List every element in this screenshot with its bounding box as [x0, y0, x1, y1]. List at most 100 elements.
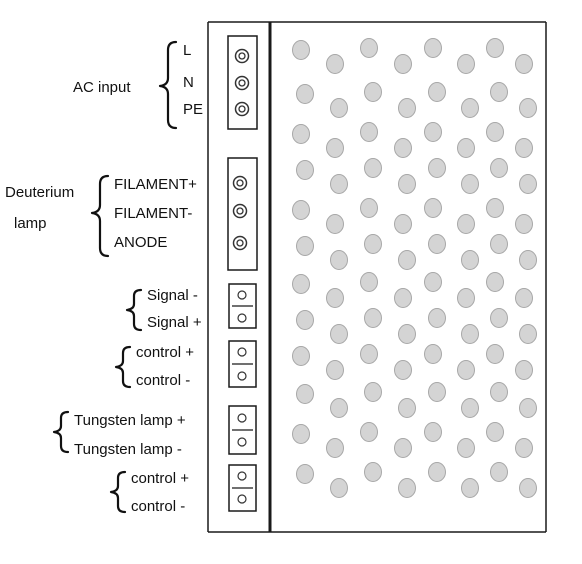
terminal-label-control-2-plus: control +: [131, 470, 189, 487]
deuterium-lamp-block: Deuterium lamp FILAMENT+ FILAMENT- ANODE: [5, 157, 258, 271]
vent-hole-icon: [515, 138, 533, 158]
vent-hole-icon: [490, 382, 508, 402]
screw-terminal-icon: [234, 101, 250, 117]
vent-hole-icon: [330, 250, 348, 270]
vent-hole-icon: [292, 40, 310, 60]
vent-hole-icon: [292, 274, 310, 294]
vent-hole-icon: [364, 82, 382, 102]
vent-hole-icon: [394, 438, 412, 458]
terminal-label-anode: ANODE: [114, 234, 167, 251]
control-block-1: control + control -: [114, 340, 257, 389]
vent-hole-icon: [292, 124, 310, 144]
screw-terminal-icon: [232, 235, 248, 251]
vent-hole-icon: [394, 360, 412, 380]
vent-hole-icon: [330, 478, 348, 498]
vent-hole-icon: [296, 236, 314, 256]
terminal-label-l: L: [183, 42, 191, 59]
screw-terminal-icon: [232, 203, 248, 219]
vent-hole-icon: [398, 478, 416, 498]
vent-hole-icon: [461, 478, 479, 498]
vent-hole-icon: [424, 122, 442, 142]
vent-hole-icon: [424, 272, 442, 292]
vent-hole-icon: [330, 98, 348, 118]
terminal-label-control-1-minus: control -: [136, 372, 190, 389]
vent-hole-icon: [457, 138, 475, 158]
vent-hole-icon: [364, 234, 382, 254]
vent-hole-icon: [519, 324, 537, 344]
control-2-brace: [109, 470, 127, 514]
terminal-label-control-2-minus: control -: [131, 498, 185, 515]
vent-hole-icon: [461, 250, 479, 270]
tungsten-lamp-block: Tungsten lamp + Tungsten lamp -: [52, 405, 257, 458]
spring-terminal-icon: [237, 413, 247, 423]
vent-hole-icon: [490, 158, 508, 178]
vent-hole-icon: [428, 308, 446, 328]
vent-hole-icon: [394, 138, 412, 158]
deuterium-title-line2: lamp: [14, 215, 47, 232]
vent-hole-icon: [428, 158, 446, 178]
screw-terminal-icon: [232, 175, 248, 191]
vent-hole-icon: [457, 54, 475, 74]
vent-hole-icon: [360, 344, 378, 364]
vent-hole-icon: [330, 398, 348, 418]
vent-hole-icon: [398, 98, 416, 118]
vent-hole-icon: [296, 160, 314, 180]
vent-hole-icon: [360, 38, 378, 58]
vent-hole-icon: [398, 398, 416, 418]
vent-hole-icon: [457, 438, 475, 458]
vent-hole-icon: [398, 324, 416, 344]
vent-hole-icon: [394, 214, 412, 234]
terminal-label-control-1-plus: control +: [136, 344, 194, 361]
vent-hole-icon: [424, 38, 442, 58]
vent-hole-icon: [292, 346, 310, 366]
deuterium-title-line1: Deuterium: [5, 184, 74, 201]
vent-hole-icon: [330, 324, 348, 344]
vent-hole-icon: [326, 138, 344, 158]
tungsten-brace: [52, 410, 70, 454]
vent-hole-icon: [394, 54, 412, 74]
spring-terminal-icon: [237, 471, 247, 481]
vent-hole-icon: [519, 174, 537, 194]
vent-hole-icon: [519, 250, 537, 270]
vent-hole-icon: [326, 54, 344, 74]
vent-hole-icon: [330, 174, 348, 194]
vent-hole-icon: [519, 398, 537, 418]
vent-hole-icon: [490, 234, 508, 254]
ac-input-title: AC input: [73, 79, 131, 96]
screw-terminal-icon: [234, 48, 250, 64]
vent-grid: [292, 38, 537, 498]
vent-hole-icon: [360, 122, 378, 142]
vent-hole-icon: [457, 214, 475, 234]
vent-hole-icon: [292, 424, 310, 444]
vent-hole-icon: [360, 272, 378, 292]
vent-hole-icon: [424, 422, 442, 442]
vent-hole-icon: [486, 198, 504, 218]
deuterium-brace: [90, 174, 110, 258]
vent-hole-icon: [326, 438, 344, 458]
vent-hole-icon: [364, 308, 382, 328]
device-panel: [207, 21, 547, 533]
vent-hole-icon: [360, 198, 378, 218]
vent-hole-icon: [490, 82, 508, 102]
control-1-brace: [114, 345, 132, 389]
vent-hole-icon: [486, 38, 504, 58]
terminal-label-tungsten-plus: Tungsten lamp +: [74, 412, 186, 429]
vent-hole-icon: [398, 250, 416, 270]
terminal-label-n: N: [183, 74, 194, 91]
vent-hole-icon: [519, 98, 537, 118]
vent-hole-icon: [394, 288, 412, 308]
terminal-label-filament-plus: FILAMENT+: [114, 176, 197, 193]
spring-terminal-icon: [237, 313, 247, 323]
vent-hole-icon: [461, 324, 479, 344]
spring-terminal-icon: [237, 347, 247, 357]
vent-hole-icon: [515, 360, 533, 380]
vent-hole-icon: [461, 398, 479, 418]
vent-hole-icon: [364, 382, 382, 402]
vent-hole-icon: [428, 234, 446, 254]
vent-hole-icon: [326, 288, 344, 308]
terminal-label-filament-minus: FILAMENT-: [114, 205, 192, 222]
vent-hole-icon: [296, 84, 314, 104]
vent-hole-icon: [326, 360, 344, 380]
spring-terminal-icon: [237, 494, 247, 504]
spring-terminal-icon: [237, 290, 247, 300]
